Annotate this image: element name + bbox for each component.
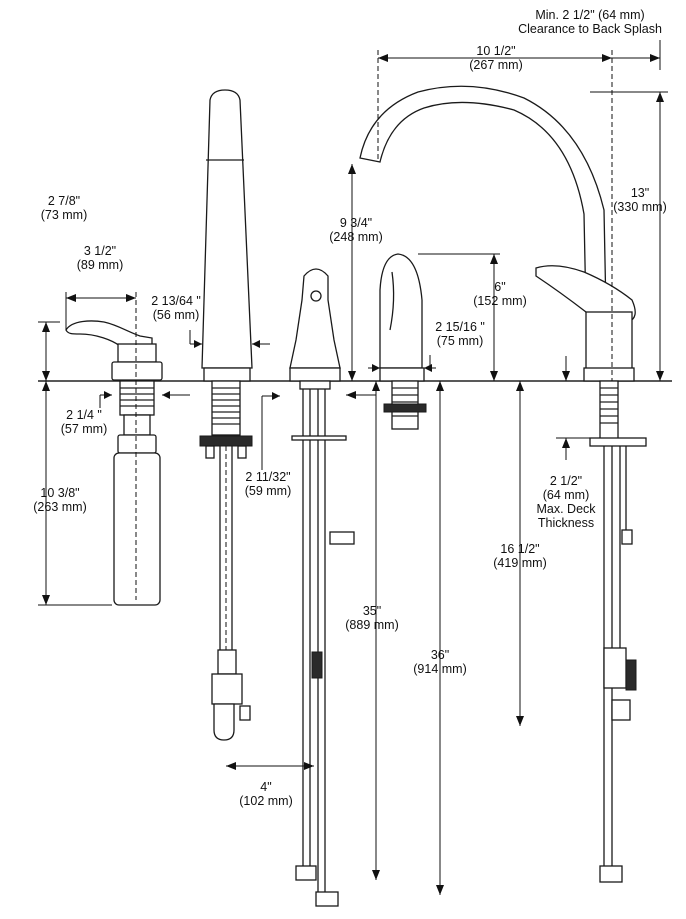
aerator-height-label: 9 3/4" (248 mm) [329,216,383,244]
soap-dispenser [65,320,163,606]
spout-reach-label: 10 1/2" (267 mm) [469,44,523,72]
left-handle [289,268,355,907]
handle-width-label: 2 15/16 " (75 mm) [435,320,485,348]
supply-35-label: 35" (889 mm) [345,604,399,632]
dimension-lines [38,40,668,895]
spout-height-label: 13" (330 mm) [613,186,667,214]
soap-reach-label: 3 1/2" (89 mm) [76,244,124,272]
spray-hose-offset-label: 4" (102 mm) [239,780,293,808]
supply-36-label: 36" (914 mm) [413,648,467,676]
under-deck-label: 16 1/2" (419 mm) [493,542,547,570]
deck-thickness-label: 2 1/2" (64 mm) Max. Deck Thickness [536,474,596,530]
handle-height-label: 6" (152 mm) [473,280,527,308]
soap-base-label: 2 1/4 " (57 mm) [60,408,108,436]
main-faucet [359,85,647,883]
clearance-label: Min. 2 1/2" (64 mm) Clearance to Back Sp… [518,8,662,36]
spray-base-label: 2 11/32" (59 mm) [244,470,292,498]
soap-depth-label: 10 3/8" (263 mm) [33,486,87,514]
right-handle [379,253,427,430]
side-spray [199,89,253,741]
spray-width-label: 2 13/64 " (56 mm) [151,294,201,322]
soap-height-label: 2 7/8" (73 mm) [40,194,88,222]
